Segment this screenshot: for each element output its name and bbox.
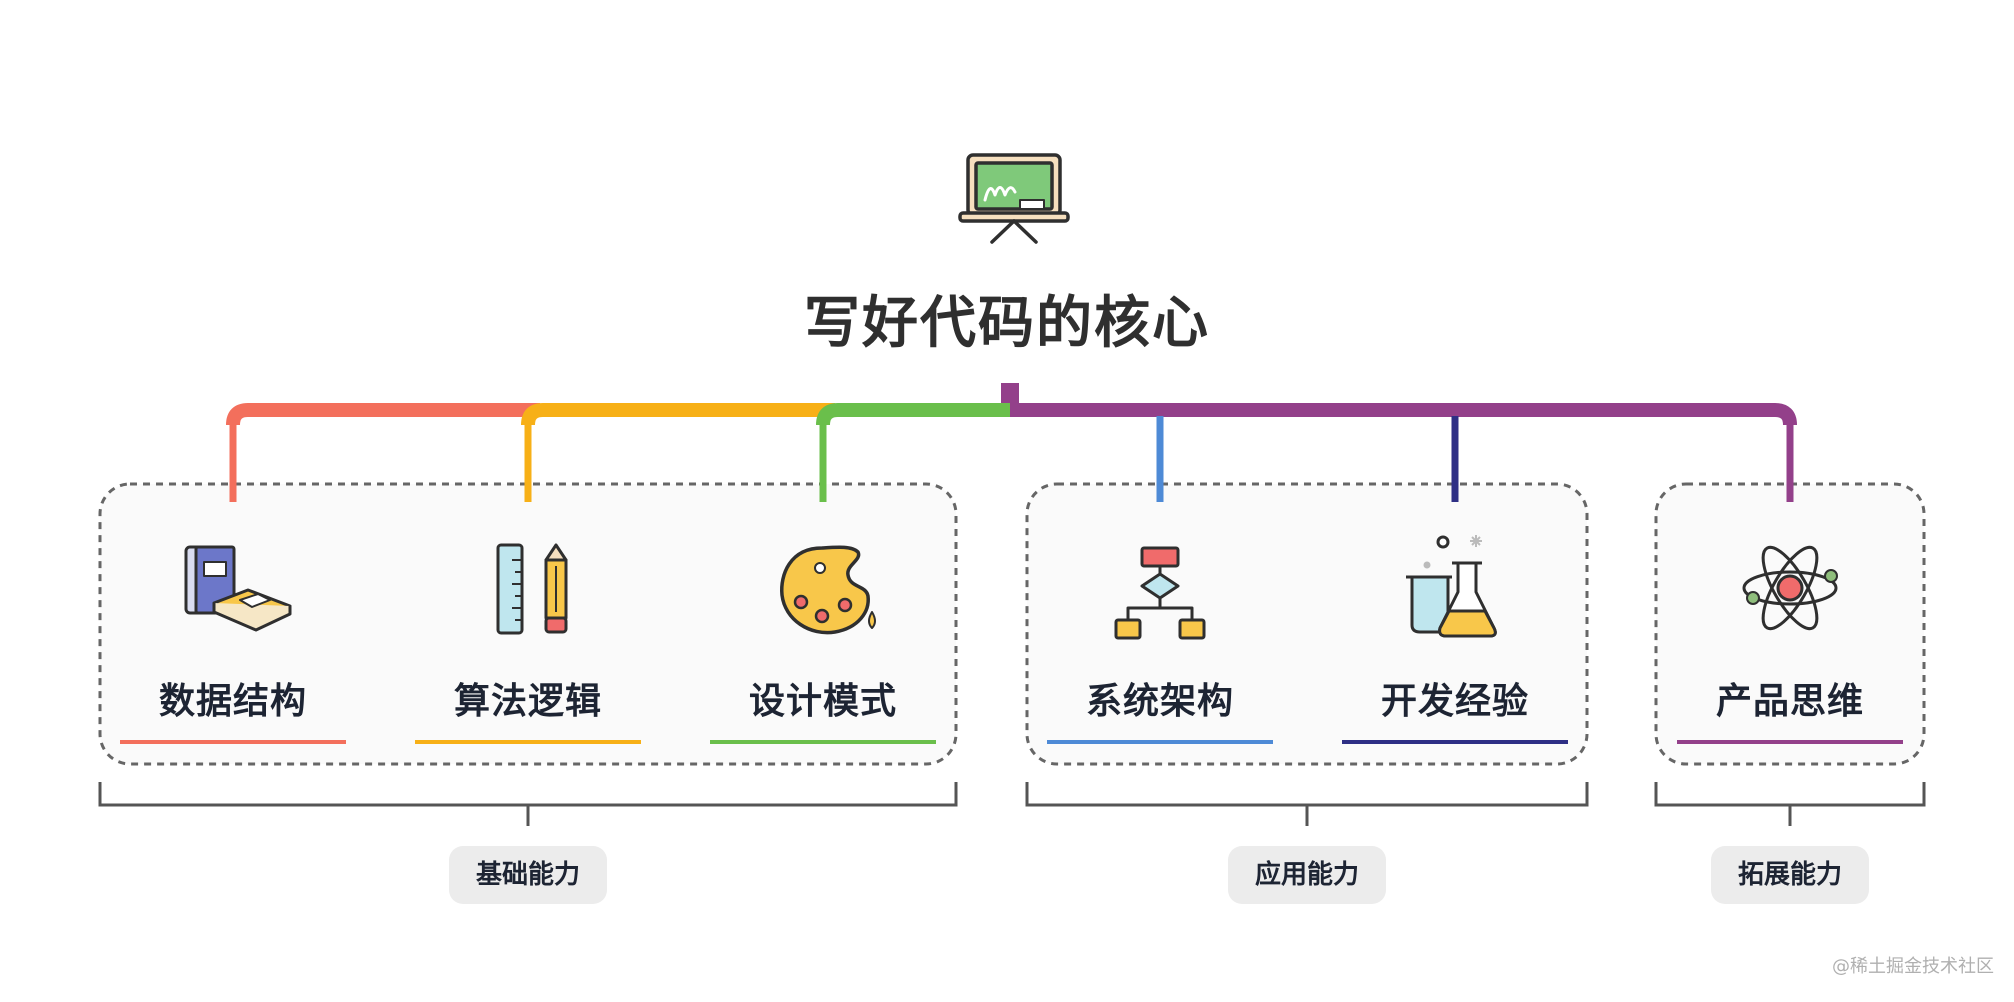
group-box-basic: [98, 482, 958, 766]
flowchart-icon: [1114, 546, 1206, 640]
blackboard-icon: [958, 153, 1070, 244]
group-label-applied: 应用能力: [1228, 846, 1386, 904]
connector-tree: [226, 383, 1797, 502]
item-label-data-structures: 数据结构: [158, 681, 307, 722]
ruler-pencil-icon: [496, 543, 568, 635]
watermark: @稀土掘金技术社区: [1832, 956, 1994, 977]
group-label-extended: 拓展能力: [1711, 846, 1869, 904]
diagram-title: 写好代码的核心: [804, 291, 1210, 356]
atom-icon: [1742, 545, 1838, 631]
flask-icon: [1406, 535, 1497, 638]
item-label-algorithms: 算法逻辑: [453, 681, 602, 722]
item-label-experience: 开发经验: [1380, 681, 1529, 722]
books-icon: [184, 545, 292, 632]
item-label-product: 产品思维: [1715, 681, 1864, 722]
item-label-architecture: 系统架构: [1085, 681, 1234, 722]
group-brackets: [98, 782, 1926, 826]
item-label-design-patterns: 设计模式: [748, 681, 897, 722]
palette-icon: [780, 545, 876, 635]
group-label-basic: 基础能力: [449, 846, 607, 904]
